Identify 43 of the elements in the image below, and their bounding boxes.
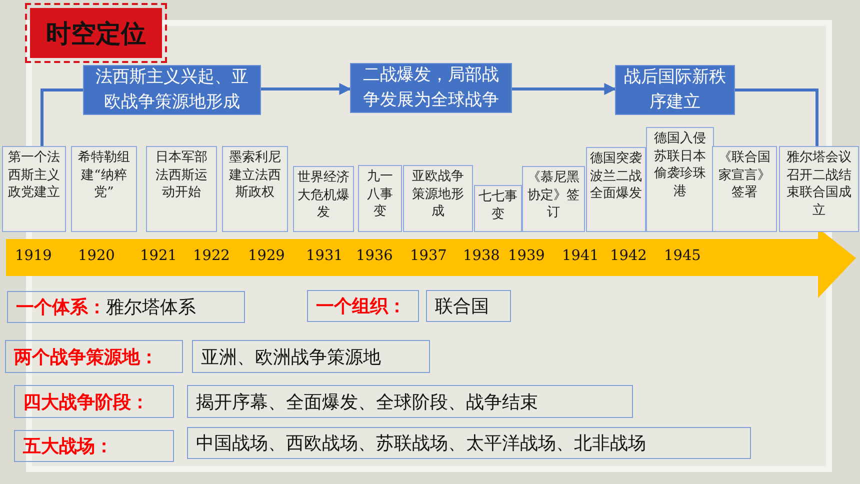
event-box: 《慕尼黑协定》签订	[522, 166, 585, 232]
summary-value: 联合国	[426, 290, 511, 322]
year-label: 1922	[193, 248, 230, 264]
stage-box: 战后国际新秩序建立	[615, 65, 735, 115]
year-label: 1939	[508, 248, 545, 264]
summary-value: 中国战场、西欧战场、苏联战场、太平洋战场、北非战场	[187, 427, 751, 459]
year-label: 1919	[15, 248, 52, 264]
summary-label: 一个组织：	[307, 290, 419, 322]
event-box: 世界经济大危机爆发	[293, 166, 354, 232]
summary-value: 揭开序幕、全面爆发、全球阶段、战争结束	[187, 385, 633, 418]
year-label: 1920	[78, 248, 115, 264]
event-box: 希特勒组建“纳粹党”	[71, 146, 137, 232]
event-box: 九一八事变	[358, 165, 402, 232]
year-label: 1937	[410, 248, 447, 264]
event-box: 第一个法西斯主义政党建立	[2, 146, 66, 232]
year-label: 1929	[248, 248, 285, 264]
event-box: 德国入侵苏联日本偷袭珍珠港	[646, 127, 714, 232]
summary-label: 两个战争策源地：	[5, 340, 183, 373]
event-box: 日本军部法西斯运动开始	[146, 146, 217, 232]
summary-value: 雅尔塔体系	[106, 296, 196, 319]
event-box: 雅尔塔会议召开二战结束联合国成立	[779, 146, 859, 232]
summary-label: 一个体系：	[16, 296, 106, 319]
stage-box: 二战爆发，局部战争发展为全球战争	[350, 63, 512, 113]
year-label: 1941	[562, 248, 599, 264]
summary-value: 亚洲、欧洲战争策源地	[192, 340, 430, 373]
event-box: 墨索利尼建立法西斯政权	[222, 146, 288, 232]
connector-arrow	[512, 83, 616, 95]
event-box: 亚欧战争策源地形成	[403, 165, 473, 232]
year-label: 1945	[664, 248, 701, 264]
stage-box: 法西斯主义兴起、亚欧战争策源地形成	[83, 65, 261, 115]
summary-box	[7, 291, 245, 323]
year-label: 1942	[610, 248, 647, 264]
event-box: 《联合国家宣言》签署	[712, 146, 777, 232]
summary-label: 五大战场：	[14, 430, 174, 462]
title-stamp: 时空定位	[30, 8, 162, 58]
year-label: 1938	[463, 248, 500, 264]
year-label: 1921	[140, 248, 177, 264]
event-box: 德国突袭波兰二战全面爆发	[586, 147, 646, 232]
summary-label: 四大战争阶段：	[14, 385, 174, 418]
year-label: 1936	[356, 248, 393, 264]
year-label: 1931	[306, 248, 343, 264]
connector-arrow	[261, 83, 352, 95]
event-box: 七七事变	[474, 185, 522, 232]
